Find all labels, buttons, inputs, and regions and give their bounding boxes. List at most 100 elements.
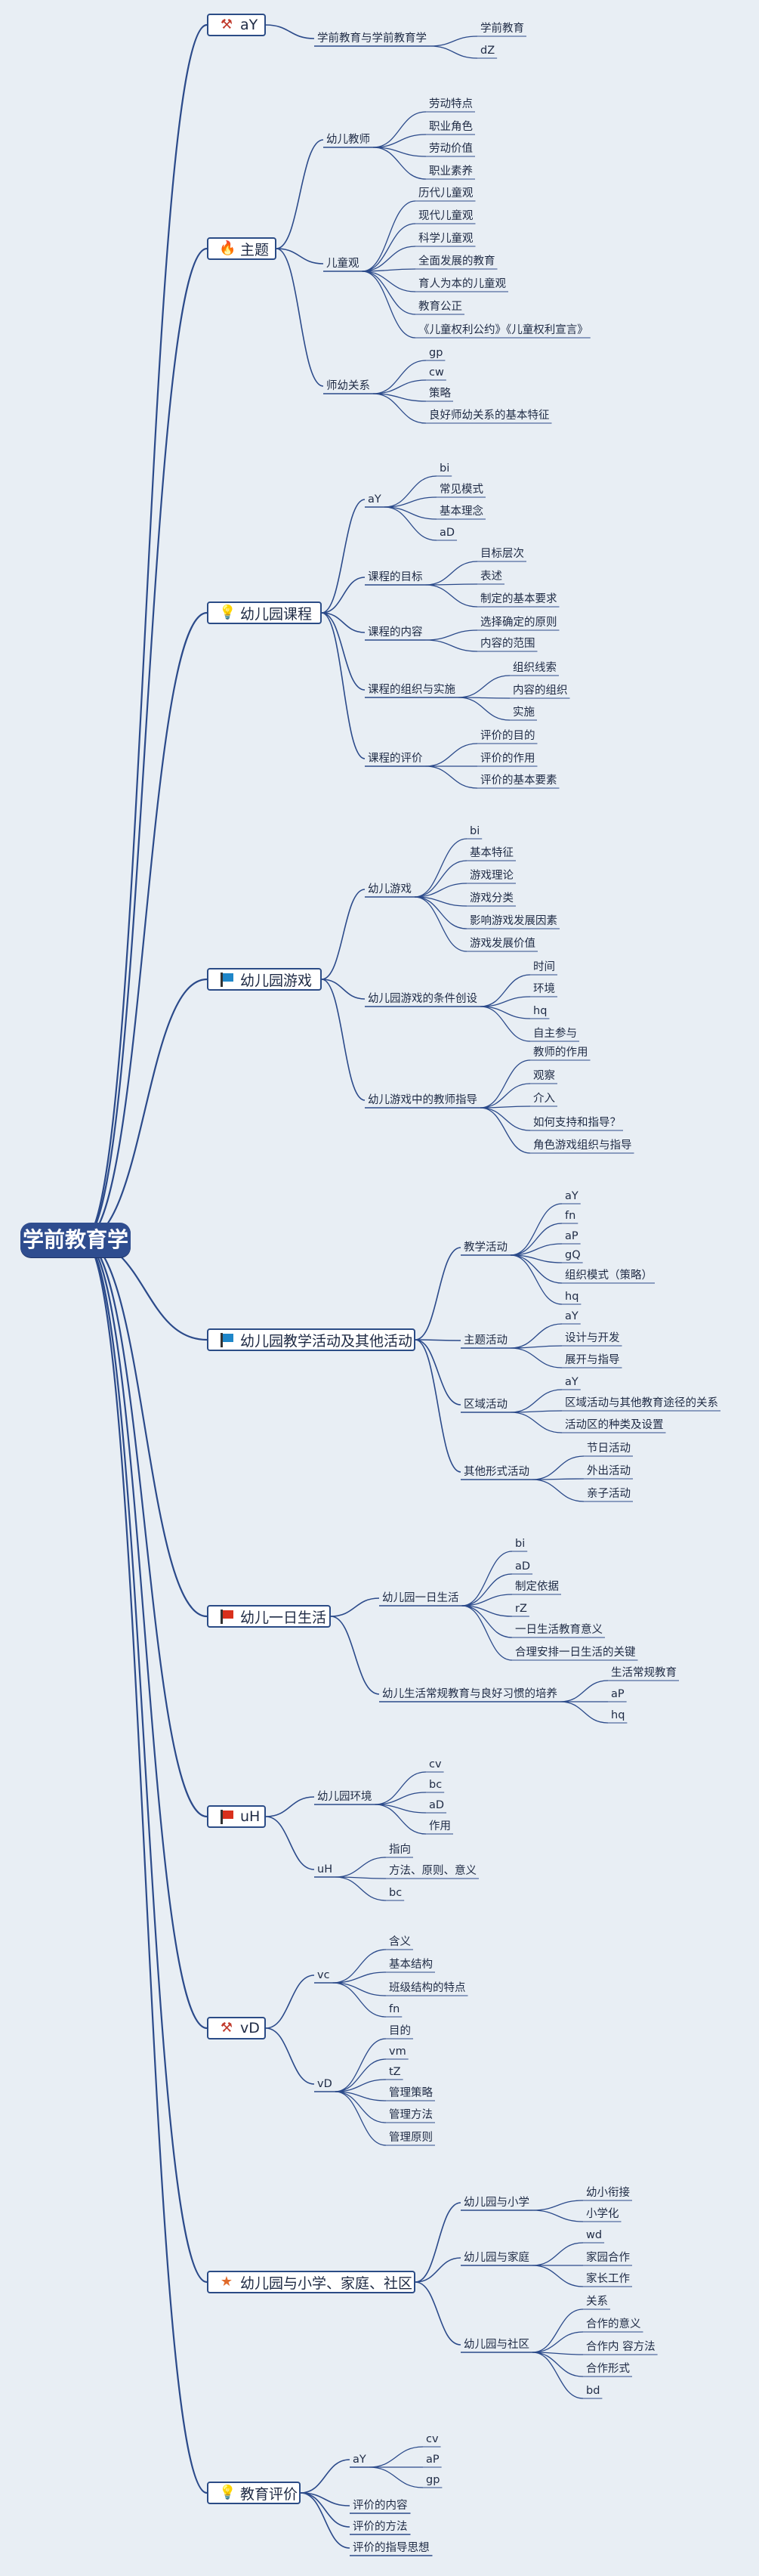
leaf-2-1-2[interactable]: 制定的基本要求: [480, 593, 557, 605]
leaf-9-0-2[interactable]: gp: [426, 2474, 440, 2486]
branch-topic-3[interactable]: 幼儿园游戏: [207, 968, 322, 991]
leaf-5-1-0[interactable]: 生活常规教育: [611, 1667, 677, 1679]
leaf-5-0-2[interactable]: 制定依据: [515, 1581, 559, 1593]
subtopic-9-1[interactable]: 评价的内容: [353, 2500, 408, 2512]
leaf-1-1-0[interactable]: 历代儿童观: [418, 187, 474, 199]
leaf-6-0-2[interactable]: aD: [429, 1799, 445, 1811]
leaf-5-1-1[interactable]: aP: [611, 1688, 625, 1700]
leaf-8-1-0[interactable]: wd: [586, 2229, 603, 2241]
branch-topic-7[interactable]: ⚒vD: [207, 2017, 266, 2039]
branch-topic-6[interactable]: uH: [207, 1805, 266, 1828]
leaf-3-2-2[interactable]: 介入: [533, 1093, 555, 1105]
leaf-2-4-1[interactable]: 评价的作用: [480, 753, 535, 765]
subtopic-6-1[interactable]: uH: [317, 1863, 333, 1876]
leaf-6-1-0[interactable]: 指向: [389, 1844, 411, 1856]
leaf-3-0-1[interactable]: 基本特征: [470, 847, 514, 859]
leaf-2-0-1[interactable]: 常见模式: [440, 484, 483, 496]
leaf-6-0-0[interactable]: cv: [429, 1758, 442, 1770]
leaf-3-0-4[interactable]: 影响游戏发展因素: [470, 915, 557, 927]
leaf-7-1-5[interactable]: 管理原则: [389, 2132, 433, 2144]
leaf-7-1-2[interactable]: tZ: [389, 2066, 401, 2078]
leaf-1-1-1[interactable]: 现代儿童观: [418, 210, 474, 222]
leaf-1-0-2[interactable]: 劳动价值: [429, 143, 473, 155]
leaf-8-2-2[interactable]: 合作内 容方法: [586, 2341, 656, 2353]
subtopic-4-3[interactable]: 其他形式活动: [464, 1466, 529, 1478]
leaf-3-1-0[interactable]: 时间: [533, 961, 555, 973]
subtopic-0-0[interactable]: 学前教育与学前教育学: [317, 32, 427, 45]
leaf-3-0-0[interactable]: bi: [470, 825, 480, 837]
leaf-3-1-1[interactable]: 环境: [533, 983, 555, 995]
subtopic-8-0[interactable]: 幼儿园与小学: [464, 2197, 529, 2209]
leaf-6-1-2[interactable]: bc: [389, 1887, 403, 1899]
leaf-4-3-1[interactable]: 外出活动: [587, 1465, 631, 1477]
subtopic-4-0[interactable]: 教学活动: [464, 1242, 508, 1254]
leaf-2-1-1[interactable]: 表述: [480, 571, 502, 583]
leaf-2-0-3[interactable]: aD: [440, 527, 455, 539]
leaf-6-0-1[interactable]: bc: [429, 1779, 443, 1791]
leaf-0-0-0[interactable]: 学前教育: [480, 23, 524, 35]
leaf-8-0-1[interactable]: 小学化: [586, 2208, 619, 2220]
leaf-1-2-1[interactable]: cw: [429, 366, 444, 379]
leaf-7-1-4[interactable]: 管理方法: [389, 2109, 433, 2121]
leaf-1-2-2[interactable]: 策略: [429, 388, 451, 400]
leaf-7-1-0[interactable]: 目的: [389, 2025, 411, 2037]
leaf-4-2-1[interactable]: 区域活动与其他教育途径的关系: [565, 1397, 718, 1409]
leaf-3-2-3[interactable]: 如何支持和指导？: [533, 1117, 621, 1129]
leaf-1-1-3[interactable]: 全面发展的教育: [418, 255, 495, 267]
subtopic-2-4[interactable]: 课程的评价: [368, 753, 423, 765]
leaf-7-0-0[interactable]: 含义: [389, 1936, 411, 1948]
leaf-3-0-2[interactable]: 游戏理论: [470, 870, 514, 882]
leaf-9-0-1[interactable]: aP: [426, 2454, 440, 2466]
leaf-4-3-2[interactable]: 亲子活动: [587, 1488, 631, 1500]
leaf-0-0-1[interactable]: dZ: [480, 45, 495, 57]
leaf-2-1-0[interactable]: 目标层次: [480, 548, 524, 560]
subtopic-3-1[interactable]: 幼儿园游戏的条件创设: [368, 993, 477, 1005]
leaf-3-1-3[interactable]: 自主参与: [533, 1028, 577, 1040]
leaf-8-2-3[interactable]: 合作形式: [586, 2363, 630, 2375]
leaf-2-4-2[interactable]: 评价的基本要素: [480, 775, 557, 787]
branch-topic-9[interactable]: 💡教育评价: [207, 2482, 301, 2504]
leaf-2-2-1[interactable]: 内容的范围: [480, 638, 535, 650]
subtopic-9-3[interactable]: 评价的指导思想: [353, 2542, 430, 2554]
subtopic-1-2[interactable]: 师幼关系: [326, 380, 370, 392]
leaf-4-0-2[interactable]: aP: [565, 1230, 579, 1242]
leaf-3-0-3[interactable]: 游戏分类: [470, 892, 514, 905]
leaf-8-0-0[interactable]: 幼小衔接: [586, 2187, 630, 2199]
leaf-3-0-5[interactable]: 游戏发展价值: [470, 938, 535, 950]
leaf-5-0-1[interactable]: aD: [515, 1560, 531, 1573]
leaf-8-2-1[interactable]: 合作的意义: [586, 2318, 641, 2330]
leaf-1-2-3[interactable]: 良好师幼关系的基本特征: [429, 410, 550, 422]
leaf-4-1-1[interactable]: 设计与开发: [565, 1332, 620, 1344]
leaf-1-2-0[interactable]: gp: [429, 347, 443, 359]
leaf-2-0-2[interactable]: 基本理念: [440, 506, 483, 518]
subtopic-8-2[interactable]: 幼儿园与社区: [464, 2339, 529, 2351]
leaf-1-1-5[interactable]: 教育公正: [418, 301, 462, 313]
subtopic-6-0[interactable]: 幼儿园环境: [317, 1791, 372, 1803]
subtopic-7-1[interactable]: vD: [317, 2078, 332, 2090]
leaf-3-1-2[interactable]: hq: [533, 1005, 548, 1017]
leaf-1-0-1[interactable]: 职业角色: [429, 121, 473, 133]
leaf-1-1-2[interactable]: 科学儿童观: [418, 233, 474, 245]
leaf-8-1-1[interactable]: 家园合作: [586, 2252, 630, 2264]
branch-topic-2[interactable]: 💡幼儿园课程: [207, 601, 322, 624]
subtopic-4-1[interactable]: 主题活动: [464, 1334, 508, 1347]
leaf-4-0-0[interactable]: aY: [565, 1190, 579, 1202]
leaf-1-0-0[interactable]: 劳动特点: [429, 98, 473, 110]
leaf-7-1-1[interactable]: vm: [389, 2046, 406, 2058]
leaf-4-2-2[interactable]: 活动区的种类及设置: [565, 1419, 664, 1431]
subtopic-2-3[interactable]: 课程的组织与实施: [368, 684, 455, 696]
subtopic-1-0[interactable]: 幼儿教师: [326, 134, 370, 146]
leaf-2-2-0[interactable]: 选择确定的原则: [480, 617, 557, 629]
subtopic-3-0[interactable]: 幼儿游戏: [368, 883, 412, 895]
leaf-6-1-1[interactable]: 方法、原则、意义: [389, 1865, 477, 1877]
leaf-6-0-3[interactable]: 作用: [429, 1820, 451, 1832]
subtopic-1-1[interactable]: 儿童观: [326, 258, 359, 270]
subtopic-2-2[interactable]: 课程的内容: [368, 626, 423, 639]
branch-topic-8[interactable]: ★幼儿园与小学、家庭、社区: [207, 2271, 415, 2293]
leaf-3-2-1[interactable]: 观察: [533, 1070, 555, 1082]
leaf-7-0-2[interactable]: 班级结构的特点: [389, 1982, 466, 1994]
subtopic-2-1[interactable]: 课程的目标: [368, 571, 423, 583]
leaf-4-2-0[interactable]: aY: [565, 1376, 579, 1388]
subtopic-7-0[interactable]: vc: [317, 1969, 330, 1981]
leaf-9-0-0[interactable]: cv: [426, 2433, 439, 2445]
